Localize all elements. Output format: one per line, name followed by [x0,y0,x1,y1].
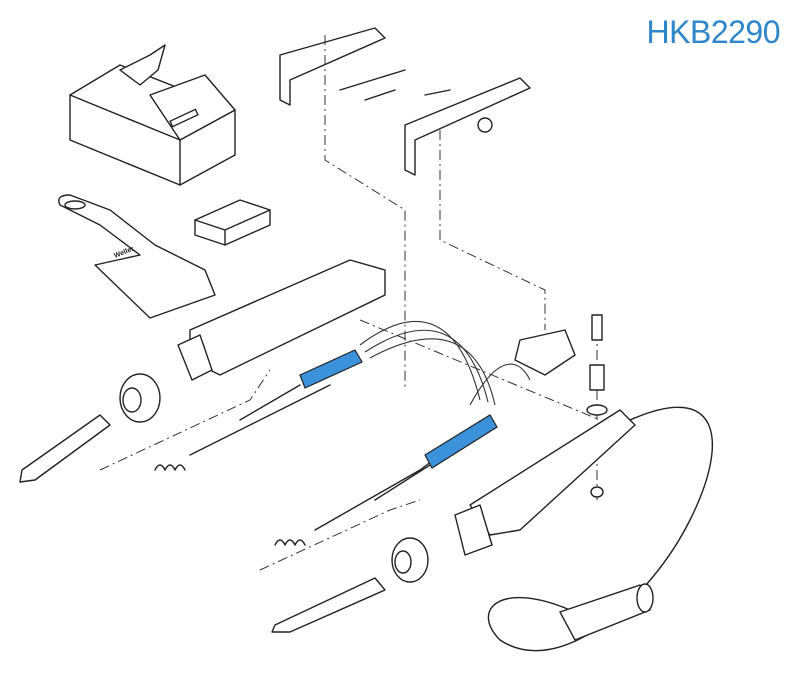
right-tweezer-arm [271,329,636,633]
tweezer-rails [279,27,531,176]
tool-stand [69,44,236,186]
heater-wires [359,320,531,406]
part-code-label: HKB2290 [646,14,781,50]
screw-and-spacer [586,314,608,498]
assembly-guide-lines [99,35,601,571]
cleaning-paddle: Weller [58,194,216,319]
highlighted-heating-elements [239,349,498,501]
left-tweezer-arm [19,259,386,483]
power-cable-and-connector [487,406,714,652]
tip-block [194,199,271,246]
